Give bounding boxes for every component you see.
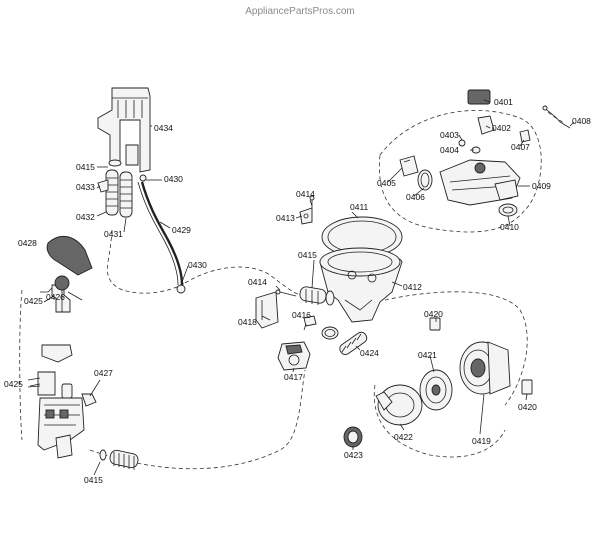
label-0429: 0429 <box>172 225 191 235</box>
part-0424-hose[interactable] <box>321 326 369 357</box>
part-0421-impeller[interactable] <box>419 369 453 411</box>
part-0410-clamp[interactable] <box>498 203 518 217</box>
label-0403: 0403 <box>440 130 459 140</box>
part-0433-bracket[interactable] <box>97 179 109 193</box>
label-0426: 0426 <box>46 292 65 302</box>
label-0430-lower: 0430 <box>188 260 207 270</box>
part-0403-0404-seals[interactable] <box>458 139 481 154</box>
label-0421: 0421 <box>418 350 437 360</box>
label-0414-upper: 0414 <box>296 189 315 199</box>
label-0405: 0405 <box>377 178 396 188</box>
callout-labels: 0401 0402 0403 0404 0405 0406 0407 0408 … <box>4 97 591 485</box>
part-0413-bracket[interactable] <box>299 207 313 225</box>
part-0415-connector[interactable] <box>299 286 335 306</box>
label-0412: 0412 <box>403 282 422 292</box>
part-0434-housing[interactable] <box>97 87 151 173</box>
label-0415-upper: 0415 <box>76 162 95 172</box>
label-0424: 0424 <box>360 348 379 358</box>
leader-lines <box>29 99 575 476</box>
label-0420-lower: 0420 <box>518 402 537 412</box>
label-0422: 0422 <box>394 432 413 442</box>
label-0401: 0401 <box>494 97 513 107</box>
label-0419: 0419 <box>472 436 491 446</box>
label-0409: 0409 <box>532 181 551 191</box>
part-0407-clip[interactable] <box>519 129 531 143</box>
part-0405-connector[interactable] <box>399 155 419 177</box>
part-0415-hose-lower[interactable] <box>99 449 139 470</box>
part-0428-cover[interactable] <box>46 235 93 276</box>
label-0411: 0411 <box>350 202 369 212</box>
label-0420-upper: 0420 <box>424 309 443 319</box>
label-0402: 0402 <box>492 123 511 133</box>
part-0427-clip[interactable] <box>61 383 97 407</box>
part-0429-hose[interactable] <box>137 174 186 294</box>
part-0401-cover[interactable] <box>467 89 491 105</box>
dashed-routes <box>19 110 566 470</box>
part-0420-clip-lower[interactable] <box>521 379 533 395</box>
label-0415-middle: 0415 <box>298 250 317 260</box>
label-0417: 0417 <box>284 372 303 382</box>
part-0414-screw-lower[interactable] <box>275 289 297 297</box>
part-0419-motor[interactable] <box>459 341 511 395</box>
label-0407: 0407 <box>511 142 530 152</box>
label-0408: 0408 <box>572 116 591 126</box>
label-0418: 0418 <box>238 317 257 327</box>
part-0411-seal-ring[interactable] <box>321 216 403 258</box>
part-0409-heater-pump[interactable] <box>439 159 521 206</box>
label-0415-lower: 0415 <box>84 475 103 485</box>
label-0410: 0410 <box>500 222 519 232</box>
label-0432: 0432 <box>76 212 95 222</box>
label-0425-lower: 0425 <box>4 379 23 389</box>
label-0423: 0423 <box>344 450 363 460</box>
part-0418-bracket[interactable] <box>255 291 279 329</box>
part-0414-screw-upper[interactable] <box>309 195 315 208</box>
label-0433: 0433 <box>76 182 95 192</box>
label-0434: 0434 <box>154 123 173 133</box>
label-0406: 0406 <box>406 192 425 202</box>
part-0420-clip-upper[interactable] <box>429 317 441 331</box>
part-0431-0432-springs[interactable] <box>105 159 133 218</box>
label-0416: 0416 <box>292 310 311 320</box>
part-0408-cable[interactable] <box>542 105 571 129</box>
label-0413: 0413 <box>276 213 295 223</box>
label-0427: 0427 <box>94 368 113 378</box>
part-0406-oring[interactable] <box>417 169 433 191</box>
label-0428: 0428 <box>18 238 37 248</box>
watermark-text: AppliancePartsPros.com <box>245 6 355 17</box>
label-0431: 0431 <box>104 229 123 239</box>
part-0417-drain-pump[interactable] <box>277 341 311 371</box>
part-0402-sensor[interactable] <box>477 115 495 135</box>
part-0412-sump[interactable] <box>319 247 403 323</box>
label-0430-upper: 0430 <box>164 174 183 184</box>
part-0416-clip[interactable] <box>303 315 317 327</box>
label-0425-upper: 0425 <box>24 296 43 306</box>
part-0423-seal[interactable] <box>343 426 363 448</box>
part-0425-valve-assembly[interactable] <box>27 344 85 459</box>
label-0414-lower: 0414 <box>248 277 267 287</box>
label-0404: 0404 <box>440 145 459 155</box>
part-0422-pump-housing[interactable] <box>375 384 423 426</box>
